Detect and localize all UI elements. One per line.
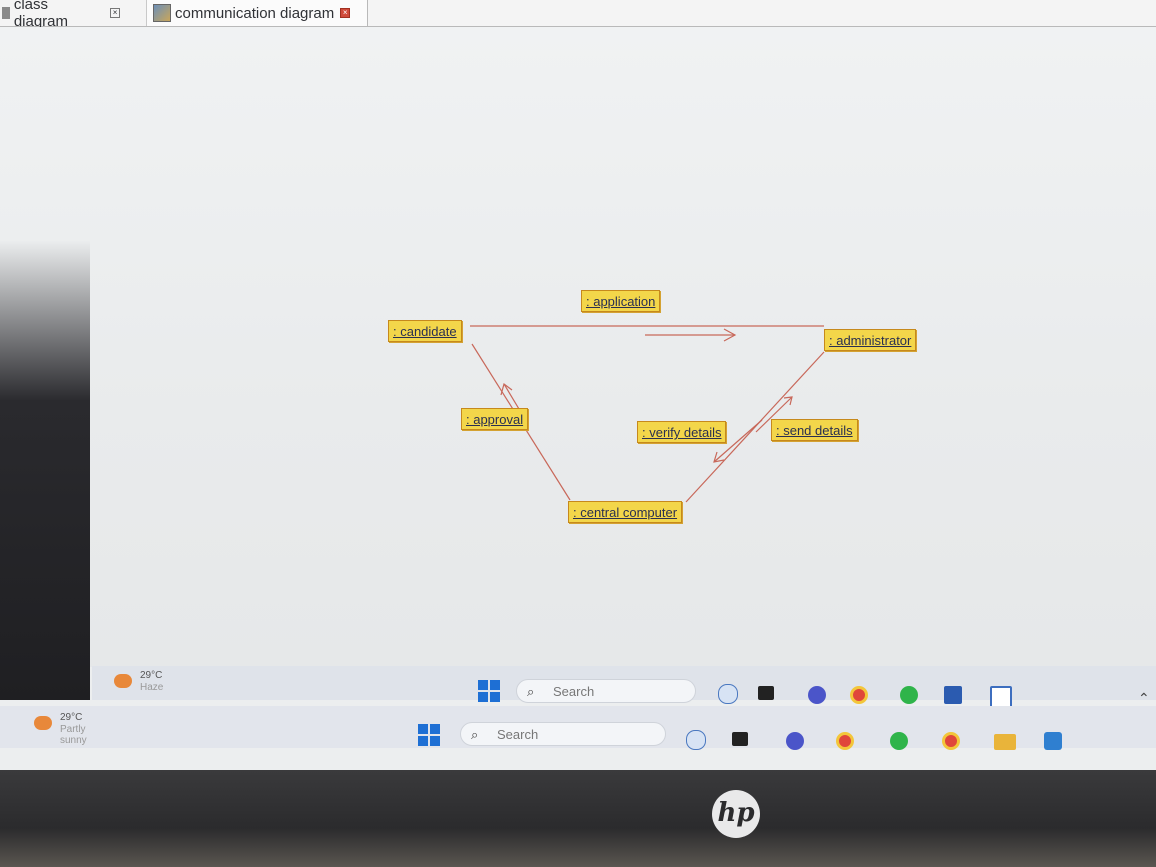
message-arrow-verify-details	[713, 419, 763, 463]
close-icon[interactable]: ×	[340, 8, 351, 18]
arrowhead-icon	[713, 451, 725, 463]
teams-icon[interactable]	[808, 686, 826, 704]
object-administrator[interactable]: : administrator	[824, 329, 917, 351]
diagram-icon	[2, 7, 10, 19]
object-send-details[interactable]: : send details	[771, 419, 858, 441]
task-view-icon[interactable]	[758, 686, 774, 700]
arrowhead-icon	[723, 328, 737, 342]
diagram-icon	[153, 4, 171, 22]
object-candidate[interactable]: : candidate	[388, 320, 462, 342]
word-icon[interactable]	[944, 686, 962, 704]
tab-label: communication diagram	[175, 4, 335, 22]
taskbar-search[interactable]: ⌕ Search	[460, 722, 666, 746]
weather-icon	[34, 716, 52, 730]
object-central-computer[interactable]: : central computer	[568, 501, 683, 523]
weather-temp: 29°C	[60, 712, 83, 723]
start-button[interactable]	[418, 724, 440, 746]
tab-class-diagram[interactable]: class diagram ×	[0, 0, 126, 30]
tab-label: class diagram	[13, 0, 69, 30]
weather-temp: 29°C	[140, 670, 163, 681]
object-verify-details[interactable]: : verify details	[637, 421, 727, 443]
chrome-icon[interactable]	[850, 686, 868, 704]
photos-icon[interactable]	[1044, 732, 1062, 750]
app-icon[interactable]	[990, 686, 1012, 708]
message-arrow-send-details	[755, 396, 793, 433]
taskbar-upper: 29°C Haze ⌕ Search ⌃	[92, 666, 1156, 708]
chrome-icon[interactable]	[942, 732, 960, 750]
link-administrator-central-computer	[685, 351, 825, 503]
bing-icon[interactable]	[686, 730, 706, 750]
search-placeholder: Search	[553, 684, 595, 699]
editor-tab-bar: class diagram × communication diagram ×	[0, 0, 1156, 30]
object-approval[interactable]: : approval	[461, 408, 529, 430]
object-application[interactable]: : application	[581, 290, 661, 312]
tab-communication-diagram[interactable]: communication diagram ×	[146, 0, 368, 26]
monitor-bezel	[0, 240, 90, 700]
diagram-canvas[interactable]	[0, 27, 1156, 667]
taskbar-lower: 29°C Partly sunny ⌕ Search	[0, 706, 1156, 750]
arrowhead-icon	[783, 396, 793, 406]
chevron-up-icon[interactable]: ⌃	[1138, 690, 1150, 706]
search-icon: ⌕	[527, 684, 535, 699]
teams-icon[interactable]	[786, 732, 804, 750]
whatsapp-icon[interactable]	[900, 686, 918, 704]
bing-icon[interactable]	[718, 684, 738, 704]
search-icon: ⌕	[471, 727, 479, 742]
weather-condition: Haze	[140, 682, 164, 693]
chrome-icon[interactable]	[836, 732, 854, 750]
weather-icon	[114, 674, 132, 688]
monitor-screen: class diagram × communication diagram ×	[0, 0, 1156, 770]
start-button[interactable]	[478, 680, 500, 702]
hp-logo: hp	[712, 790, 760, 838]
diagram-links	[470, 325, 825, 503]
taskbar-search[interactable]: ⌕ Search	[516, 679, 696, 703]
folder-icon[interactable]	[994, 734, 1016, 750]
arrowhead-icon	[500, 382, 513, 396]
weather-condition: Partly sunny	[60, 724, 87, 746]
whatsapp-icon[interactable]	[890, 732, 908, 750]
laptop-chassis	[0, 770, 1156, 867]
task-view-icon[interactable]	[732, 732, 748, 746]
search-placeholder: Search	[497, 727, 539, 742]
close-icon[interactable]: ×	[110, 8, 120, 18]
